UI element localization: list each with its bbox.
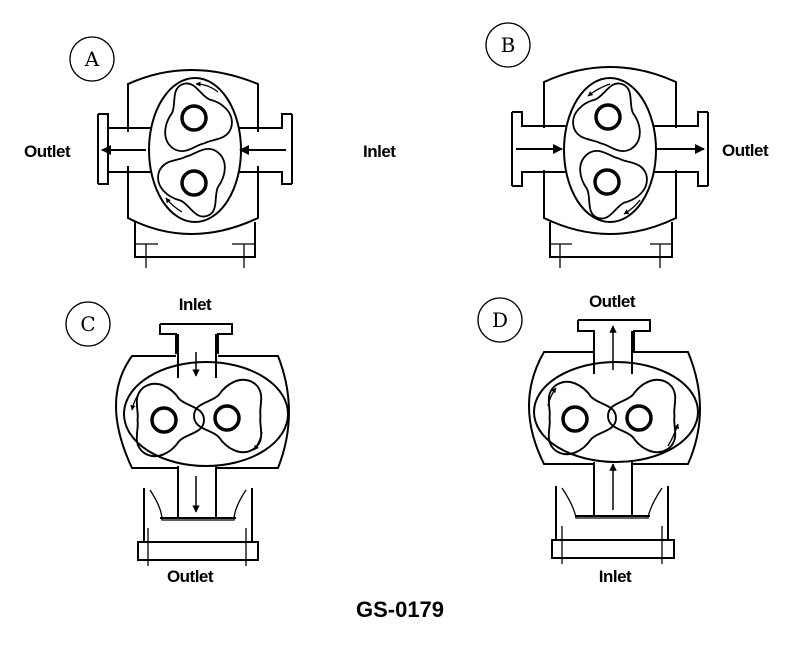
- figure-caption: GS-0179: [356, 597, 444, 622]
- panel-d-letter: D: [492, 308, 508, 332]
- shaft-c-right: [213, 404, 241, 432]
- label-c-inlet: Inlet: [179, 295, 212, 314]
- panel-d-letter-circle: [477, 297, 523, 343]
- shaft-b-top: [594, 103, 622, 131]
- panel-c-letter-circle: [65, 301, 111, 347]
- shaft-d-right: [625, 404, 653, 432]
- label-a-inlet: Inlet: [363, 142, 396, 161]
- panel-b: B Outlet: [485, 22, 769, 268]
- rotation-arrow-a-bottom: [165, 197, 183, 213]
- panel-c-letter: C: [80, 312, 95, 336]
- rotation-arrow-a-top: [195, 81, 219, 93]
- panel-a-letter: A: [84, 47, 100, 71]
- rotation-arrow-d-right: [667, 423, 679, 447]
- rotation-arrow-b-top: [587, 83, 611, 97]
- rotor-d-left: [547, 380, 617, 456]
- pump-d-body: [528, 319, 701, 564]
- shaft-a-bottom: [180, 169, 208, 197]
- panel-a: A: [24, 36, 397, 268]
- shaft-c-left: [150, 406, 178, 434]
- rotor-d-right: [607, 378, 677, 454]
- rotation-arrow-d-left: [547, 387, 557, 407]
- shaft-b-bottom: [593, 168, 621, 196]
- label-d-inlet: Inlet: [599, 567, 632, 586]
- label-c-outlet: Outlet: [167, 567, 214, 586]
- label-a-outlet: Outlet: [24, 142, 71, 161]
- label-d-outlet: Outlet: [589, 292, 636, 311]
- rotor-a-top: [149, 71, 238, 157]
- panel-b-letter-circle: [485, 22, 531, 68]
- rotation-arrow-c-left: [130, 391, 141, 411]
- panel-b-letter: B: [501, 33, 516, 57]
- pump-a-body: [97, 69, 293, 268]
- panel-d: D Outlet Inlet: [477, 292, 701, 586]
- shaft-a-top: [180, 104, 208, 132]
- pump-c-body: [115, 323, 290, 566]
- rotation-arrow-c-right: [253, 431, 263, 451]
- shaft-d-left: [561, 405, 589, 433]
- panel-a-letter-circle: [69, 36, 115, 82]
- rotor-b-top: [567, 71, 656, 157]
- pump-b-body: [511, 66, 709, 268]
- panel-c: C Inlet Outlet: [65, 295, 290, 586]
- rotor-a-bottom: [152, 143, 241, 229]
- label-b-outlet: Outlet: [722, 141, 769, 160]
- rotation-arrow-b-bottom: [623, 199, 641, 215]
- rotor-b-bottom: [564, 145, 653, 231]
